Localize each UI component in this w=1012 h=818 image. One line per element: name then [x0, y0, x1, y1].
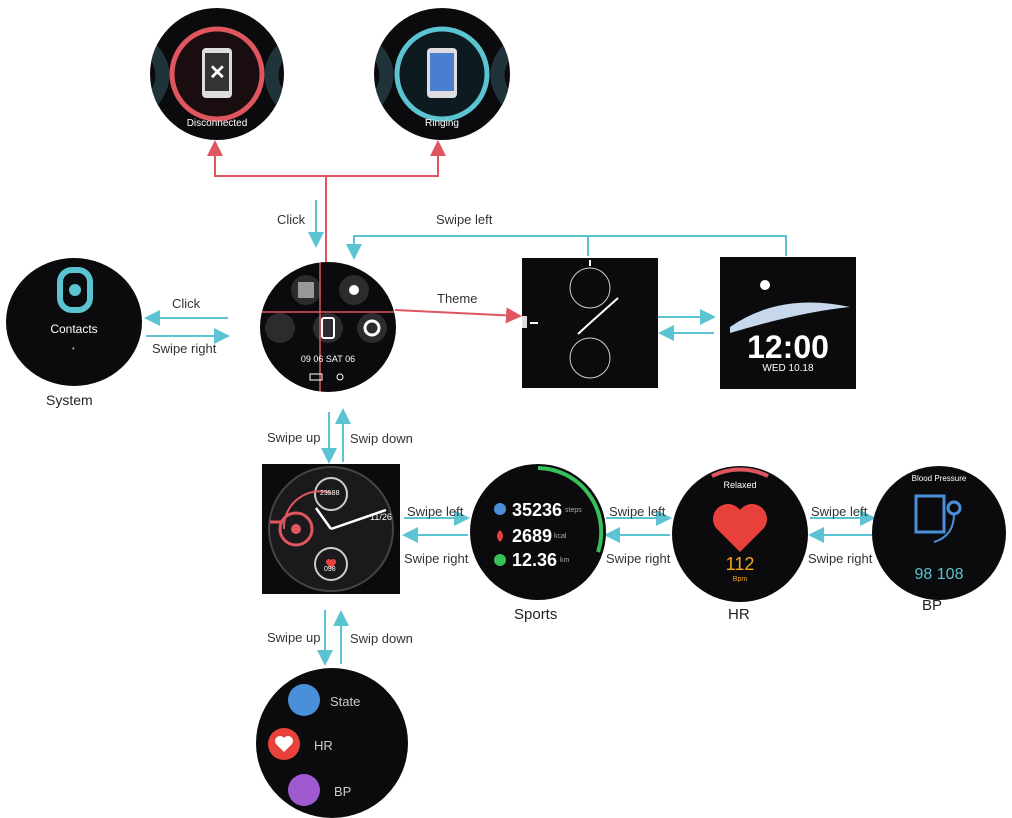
edge-label-swipe-right-a: Swipe right	[404, 551, 469, 566]
main-watch-face: 23588 11/26 098	[262, 464, 400, 594]
main-face-steps: 23588	[320, 490, 340, 497]
hr-watch: Relaxed 112 Bpm	[672, 466, 808, 602]
main-face-hr: 098	[324, 566, 336, 573]
edge-label-swipe-left-top: Swipe left	[436, 212, 493, 227]
edge-label-swipe-right-left: Swipe right	[152, 341, 217, 356]
bp-title: Blood Pressure	[911, 474, 967, 483]
theme-digital-graphic	[730, 280, 850, 333]
hr-unit: Bpm	[732, 576, 748, 583]
system-watch: Contacts •	[6, 258, 142, 386]
edge-label-swipe-up-1: Swipe up	[267, 430, 321, 445]
sports-watch: 35236 steps 2689 kcal 12.36 km	[470, 464, 606, 600]
bp-caption: BP	[922, 597, 943, 614]
edge-label-swipe-left-c: Swipe left	[811, 504, 868, 519]
disconnected-label: Disconnected	[186, 118, 248, 129]
sports-caption: Sports	[514, 606, 558, 623]
menu-item-state: State	[330, 694, 361, 709]
sports-steps-value: 35236	[512, 500, 563, 520]
bp-graphic	[914, 494, 962, 543]
control-center-graphic	[260, 262, 396, 392]
main-face-graphic	[268, 466, 394, 592]
main-face-date: 11/26	[370, 512, 392, 522]
bp-watch: Blood Pressure 98 108	[872, 466, 1006, 600]
edge-label-swip-down-2: Swip down	[350, 631, 413, 646]
sports-km-value: 12.36	[512, 550, 558, 570]
hr-value: 112	[725, 554, 755, 574]
sports-steps-unit: steps	[565, 507, 582, 514]
system-graphic	[57, 267, 93, 313]
menu-graphic	[268, 684, 320, 806]
ringing-watch: Ringing	[374, 8, 510, 140]
sports-kcal-unit: kcal	[554, 533, 567, 540]
sports-kcal-value: 2689	[512, 526, 553, 546]
disconnected-watch: ✕ Disconnected	[150, 8, 284, 140]
close-icon: ✕	[209, 62, 226, 84]
edge-label-swipe-left-a: Swipe left	[407, 504, 464, 519]
theme-digital-face: 12:00 WED 10.18	[720, 257, 856, 389]
ringing-graphic	[374, 26, 510, 122]
bp-value: 98 108	[914, 566, 964, 583]
edge-label-swipe-right-c: Swipe right	[808, 551, 873, 566]
theme-arrow	[394, 307, 522, 324]
edge-label-click-top: Click	[277, 212, 306, 227]
swipe-left-bracket	[353, 235, 787, 256]
theme-analog-face	[522, 258, 658, 388]
edge-label-swip-down-1: Swip down	[350, 431, 413, 446]
digital-date: WED 10.18	[762, 363, 814, 374]
system-caption: System	[46, 392, 93, 408]
control-center-date: 09 06 SAT 06	[300, 354, 356, 364]
menu-watch: State HR BP	[256, 668, 408, 818]
hr-title: Relaxed	[723, 480, 757, 490]
theme-analog-graphic	[522, 260, 619, 379]
edge-label-swipe-left-b: Swipe left	[609, 504, 666, 519]
control-center-watch: 09 06 SAT 06	[260, 262, 396, 392]
edge-label-swipe-up-2: Swipe up	[267, 630, 321, 645]
hr-caption: HR	[728, 606, 750, 623]
digital-time: 12:00	[747, 329, 829, 365]
hr-graphic	[711, 467, 769, 552]
menu-item-bp: BP	[334, 784, 352, 799]
sports-km-unit: km	[560, 557, 570, 564]
menu-item-hr: HR	[314, 738, 333, 753]
system-screen-text: Contacts	[50, 322, 98, 336]
edge-label-click-left: Click	[172, 296, 201, 311]
system-dot: •	[72, 344, 75, 353]
edge-label-swipe-right-b: Swipe right	[606, 551, 671, 566]
ringing-label: Ringing	[425, 118, 459, 129]
edge-label-theme: Theme	[437, 291, 478, 306]
red-tree	[214, 142, 439, 262]
sports-graphic	[494, 466, 604, 566]
